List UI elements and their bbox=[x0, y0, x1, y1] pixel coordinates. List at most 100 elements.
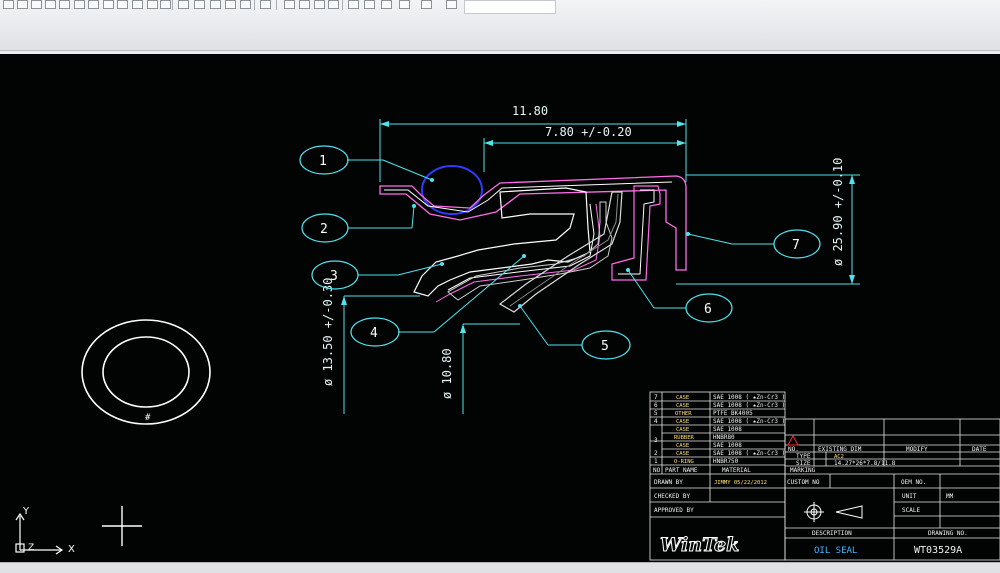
outer-case-inner-line bbox=[384, 181, 673, 213]
bom-row-1-no: 1 bbox=[654, 458, 658, 465]
balloons bbox=[299, 145, 821, 360]
measure-icon[interactable] bbox=[421, 0, 432, 9]
marking-label: MARKING bbox=[790, 467, 816, 474]
scale-label: SCALE bbox=[902, 507, 920, 514]
zoom-extents-icon[interactable] bbox=[399, 0, 410, 9]
drawing-no-label: DRAWING NO. bbox=[928, 530, 968, 537]
copy-icon[interactable] bbox=[117, 0, 128, 9]
modify-label: MODIFY bbox=[906, 446, 928, 453]
size-label: SIZE bbox=[796, 460, 811, 467]
inner-case-6-shape bbox=[611, 185, 661, 281]
rubber-lip-inner-line-2 bbox=[447, 203, 595, 291]
pan-icon[interactable] bbox=[194, 0, 205, 9]
title-block-grid bbox=[784, 418, 1000, 561]
bom-row-3-material: HNBR80 bbox=[713, 434, 735, 441]
drawing-no-value: WT03529A bbox=[914, 545, 962, 556]
bom-row-2-material: SAE 1008 ( ★Zn-Cr3 ) bbox=[713, 450, 785, 457]
dim-inner-width: 7.80 +/-0.20 bbox=[545, 125, 632, 139]
ucs-icon bbox=[15, 512, 64, 555]
zoom-realtime-icon[interactable] bbox=[348, 0, 359, 9]
properties-icon[interactable] bbox=[284, 0, 295, 9]
balloon-4-label: 4 bbox=[370, 326, 378, 341]
bom-table-grid bbox=[649, 391, 786, 561]
balloon-2-label: 2 bbox=[320, 222, 328, 237]
existing-dim-label: EXISTING DIM bbox=[818, 446, 862, 453]
ring-mark: # bbox=[145, 413, 151, 423]
dim-outer-diameter: ø 25.90 +/-0.10 bbox=[831, 158, 845, 266]
undo-icon[interactable] bbox=[160, 0, 171, 9]
approved-by-label: APPROVED BY bbox=[654, 507, 694, 514]
match-properties-icon[interactable] bbox=[147, 0, 158, 9]
drawn-by-label: DRAWN BY bbox=[654, 479, 683, 486]
size-value: 14.27*26*7.8/11.8 bbox=[834, 460, 896, 467]
inner-case-6-line bbox=[618, 189, 655, 275]
bom-row-5-part: OTHER bbox=[675, 411, 692, 417]
command-field[interactable] bbox=[464, 0, 556, 14]
bom-row-2-part: CASE bbox=[676, 451, 689, 457]
save-icon[interactable] bbox=[31, 0, 42, 9]
globe-icon[interactable] bbox=[240, 0, 251, 9]
crosshair-cursor bbox=[102, 506, 142, 546]
dim-overall-width: 11.80 bbox=[512, 104, 548, 118]
open-file-icon[interactable] bbox=[17, 0, 28, 9]
description-value: OIL SEAL bbox=[814, 546, 857, 556]
date-label: DATE bbox=[972, 446, 987, 453]
unit-value: MM bbox=[946, 493, 954, 500]
bom-row-4-material: SAE 1008 ( ★Zn-Cr3 ) bbox=[713, 418, 785, 425]
print-icon[interactable] bbox=[45, 0, 56, 9]
plot-icon[interactable] bbox=[74, 0, 85, 9]
unit-label: UNIT bbox=[902, 493, 917, 500]
redo-icon[interactable] bbox=[178, 0, 189, 9]
rev-no-label: NO. bbox=[788, 446, 799, 453]
balloon-1-label: 1 bbox=[319, 154, 327, 169]
oem-no-label: OEM NO. bbox=[901, 479, 926, 486]
sheet-set-icon[interactable] bbox=[328, 0, 339, 9]
grid-icon[interactable] bbox=[225, 0, 236, 9]
bom-header-no: NO bbox=[653, 467, 661, 474]
bom-row-6-part: CASE bbox=[676, 403, 689, 409]
tool-palette-icon[interactable] bbox=[314, 0, 325, 9]
bom-row-7-no: 7 bbox=[654, 394, 658, 401]
bom-row-4-no: 4 bbox=[654, 418, 658, 425]
ucs-x-label: X bbox=[68, 544, 75, 555]
dimension-arrows bbox=[341, 121, 855, 333]
zoom-previous-icon[interactable] bbox=[381, 0, 392, 9]
preview-icon[interactable] bbox=[59, 0, 70, 9]
bom-row-2-no: 2 bbox=[654, 450, 658, 457]
balloon-leaders bbox=[347, 159, 774, 346]
dim-shaft-diameter: ø 10.80 bbox=[440, 348, 454, 399]
rubber-lip-inner-line bbox=[435, 203, 601, 303]
bom-header-part: PART NAME bbox=[665, 467, 698, 474]
bom-row-4-part: CASE bbox=[676, 419, 689, 425]
balloon-6-label: 6 bbox=[704, 302, 712, 317]
design-center-icon[interactable] bbox=[299, 0, 310, 9]
snap-icon[interactable] bbox=[210, 0, 221, 9]
bom-row-1-material: HNBR750 bbox=[713, 458, 739, 465]
description-label: DESCRIPTION bbox=[812, 530, 852, 537]
type-label: TYPE bbox=[796, 453, 811, 460]
ucs-y-label: Y bbox=[22, 506, 30, 517]
publish-icon[interactable] bbox=[88, 0, 99, 9]
type-value: AC2 bbox=[834, 454, 844, 460]
bom-row-6-no: 6 bbox=[654, 402, 658, 409]
bom-row-3c-material: SAE 1008 bbox=[713, 442, 742, 449]
cut-icon[interactable] bbox=[103, 0, 114, 9]
help-icon[interactable] bbox=[446, 0, 457, 9]
outer-case-shape bbox=[379, 175, 687, 271]
bom-row-1-part: O-RING bbox=[674, 459, 694, 465]
zoom-window-icon[interactable] bbox=[364, 0, 375, 9]
inner-ring-view bbox=[102, 336, 190, 408]
bom-row-3-part: RUBBER bbox=[674, 435, 695, 441]
bom-row-3a-part: CASE bbox=[676, 427, 689, 433]
new-file-icon[interactable] bbox=[3, 0, 14, 9]
balloon-7-label: 7 bbox=[792, 238, 800, 253]
wintek-logo: WinTek bbox=[660, 534, 739, 556]
drawn-by-value: JIMMY 05/22/2012 bbox=[714, 480, 767, 486]
paste-icon[interactable] bbox=[132, 0, 143, 9]
ptfe-lip-shape bbox=[498, 191, 623, 313]
drawing-canvas[interactable]: 11.80 7.80 +/-0.20 ø 25.90 +/-0.10 ø 13.… bbox=[0, 54, 1000, 562]
layer-icon[interactable] bbox=[260, 0, 271, 9]
balloon-leader-dots bbox=[412, 178, 690, 308]
ucs-z-label: Z bbox=[28, 543, 34, 553]
bom-row-3c-part: CASE bbox=[676, 443, 689, 449]
